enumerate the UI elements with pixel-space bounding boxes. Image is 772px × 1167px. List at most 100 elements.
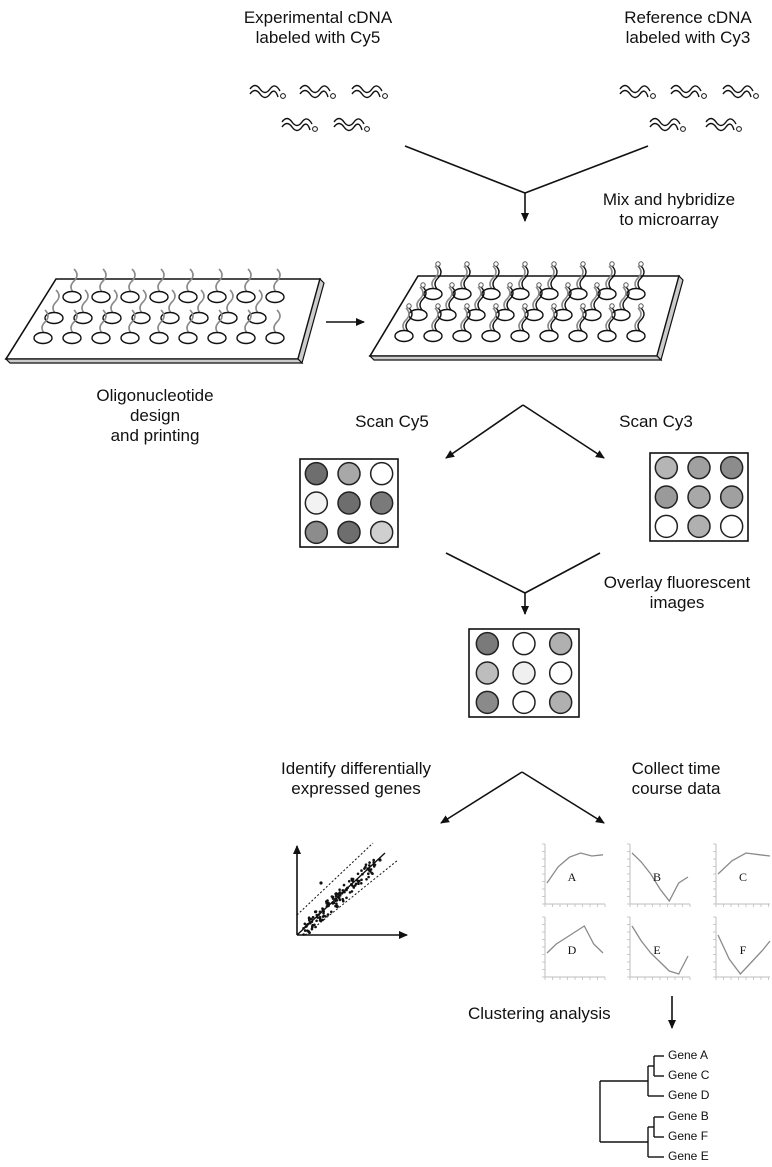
probe-strand bbox=[128, 309, 136, 335]
fluorophore-dot bbox=[330, 93, 336, 99]
spot-well bbox=[265, 331, 285, 345]
overlay-label: Overlay fluorescent images bbox=[586, 573, 768, 613]
fluorophore-dot bbox=[435, 261, 441, 267]
bound-strand bbox=[637, 307, 645, 333]
spot-well bbox=[160, 311, 180, 325]
cdna-strand bbox=[333, 122, 363, 132]
probe-strand bbox=[41, 309, 49, 335]
cdna-molecule bbox=[722, 84, 759, 99]
spot-well bbox=[207, 331, 227, 345]
experimental-cdna-label: Experimental cDNA labeled with Cy5 bbox=[228, 8, 408, 48]
scatter-point bbox=[367, 872, 370, 875]
spot-well bbox=[236, 331, 256, 345]
array-spot bbox=[553, 282, 573, 322]
fluorophore-dot bbox=[493, 261, 499, 267]
bound-strand bbox=[448, 286, 456, 312]
scatter-point bbox=[340, 892, 344, 895]
spot-well bbox=[120, 290, 140, 304]
bound-strand bbox=[564, 286, 572, 312]
time-course-chart-D: D bbox=[542, 916, 606, 980]
identify-genes-label: Identify differentially expressed genes bbox=[256, 759, 456, 799]
array-spot bbox=[62, 309, 82, 345]
scatter-point bbox=[336, 905, 339, 908]
array-spot bbox=[178, 309, 198, 345]
scatter-point bbox=[308, 919, 311, 922]
array-spot bbox=[91, 268, 111, 304]
spot-well bbox=[568, 287, 588, 301]
cdna-molecule bbox=[649, 117, 686, 132]
spot-well bbox=[62, 331, 82, 345]
probe-strand bbox=[81, 289, 89, 315]
fluorophore-dot bbox=[522, 303, 528, 309]
array-spot bbox=[73, 289, 93, 325]
array-spot bbox=[568, 303, 588, 343]
cdna-strand bbox=[281, 117, 313, 127]
cdna-strand bbox=[299, 84, 331, 94]
array-spot bbox=[597, 261, 617, 301]
array-spot bbox=[510, 303, 530, 343]
probe-strand bbox=[273, 309, 281, 335]
probe-strand bbox=[255, 289, 263, 315]
array-spot bbox=[149, 309, 169, 345]
gene-label: Gene F bbox=[668, 1129, 709, 1143]
fluorescent-spot bbox=[304, 461, 329, 486]
spot-well bbox=[394, 329, 414, 343]
identify-line-2: expressed genes bbox=[291, 779, 421, 798]
scatter-point bbox=[326, 899, 329, 902]
scan-cy3-label: Scan Cy3 bbox=[619, 412, 693, 431]
lower-threshold-line bbox=[304, 859, 399, 936]
spot-well bbox=[597, 287, 617, 301]
oligo-line-1: Oligonucleotide bbox=[96, 386, 214, 405]
fluorophore-dot bbox=[364, 126, 370, 132]
mini-chart-label: E bbox=[653, 943, 660, 957]
probe-strand bbox=[576, 307, 584, 333]
scatter-point bbox=[331, 902, 335, 905]
scatter-point bbox=[318, 910, 322, 914]
fluorophore-dot bbox=[623, 282, 629, 288]
fluorophore-dot bbox=[493, 303, 499, 309]
spot-well bbox=[452, 287, 472, 301]
probe-strand bbox=[128, 268, 136, 294]
scatter-point bbox=[317, 913, 321, 916]
probe-strand bbox=[532, 286, 540, 312]
bound-strand bbox=[492, 307, 500, 333]
cdna-molecule bbox=[281, 117, 318, 132]
scatter-point bbox=[363, 867, 366, 870]
array-spot bbox=[33, 309, 53, 345]
oligo-line-2: design bbox=[129, 406, 181, 425]
cdna-strand bbox=[722, 89, 752, 99]
mini-series-line bbox=[546, 925, 604, 954]
cdna-strand bbox=[299, 89, 329, 99]
probe-strand bbox=[547, 307, 555, 333]
scatter-point bbox=[342, 883, 346, 887]
spot-well bbox=[539, 329, 559, 343]
cdna-strand bbox=[649, 122, 679, 132]
cy3-scan-image bbox=[649, 452, 749, 542]
probe-strand bbox=[70, 268, 78, 294]
array-spot bbox=[408, 282, 428, 322]
fluorophore-dot bbox=[536, 282, 542, 288]
array-spot bbox=[466, 282, 486, 322]
overlay-merge-arrow bbox=[445, 552, 601, 615]
probe-strand bbox=[590, 286, 598, 312]
scatter-point bbox=[347, 880, 351, 883]
fluorophore-dot bbox=[551, 303, 557, 309]
fluorophore-dot bbox=[382, 93, 388, 99]
cdna-strand bbox=[649, 117, 681, 127]
scatter-point bbox=[368, 861, 371, 864]
array-spot bbox=[568, 261, 588, 301]
array-spot bbox=[539, 303, 559, 343]
spot-well bbox=[423, 287, 443, 301]
spot-well bbox=[626, 329, 646, 343]
cdna-molecule bbox=[619, 84, 656, 99]
mix-line-1: Mix and hybridize bbox=[602, 190, 736, 209]
spot-well bbox=[597, 329, 617, 343]
probe-strand bbox=[431, 265, 439, 291]
time-course-chart-C: C bbox=[713, 843, 771, 907]
cdna-molecule bbox=[299, 84, 336, 99]
cy5-scan-image bbox=[299, 458, 399, 548]
scatter-point bbox=[367, 875, 370, 879]
array-spot bbox=[597, 303, 617, 343]
scatter-point bbox=[303, 922, 307, 926]
probe-strand bbox=[619, 286, 627, 312]
